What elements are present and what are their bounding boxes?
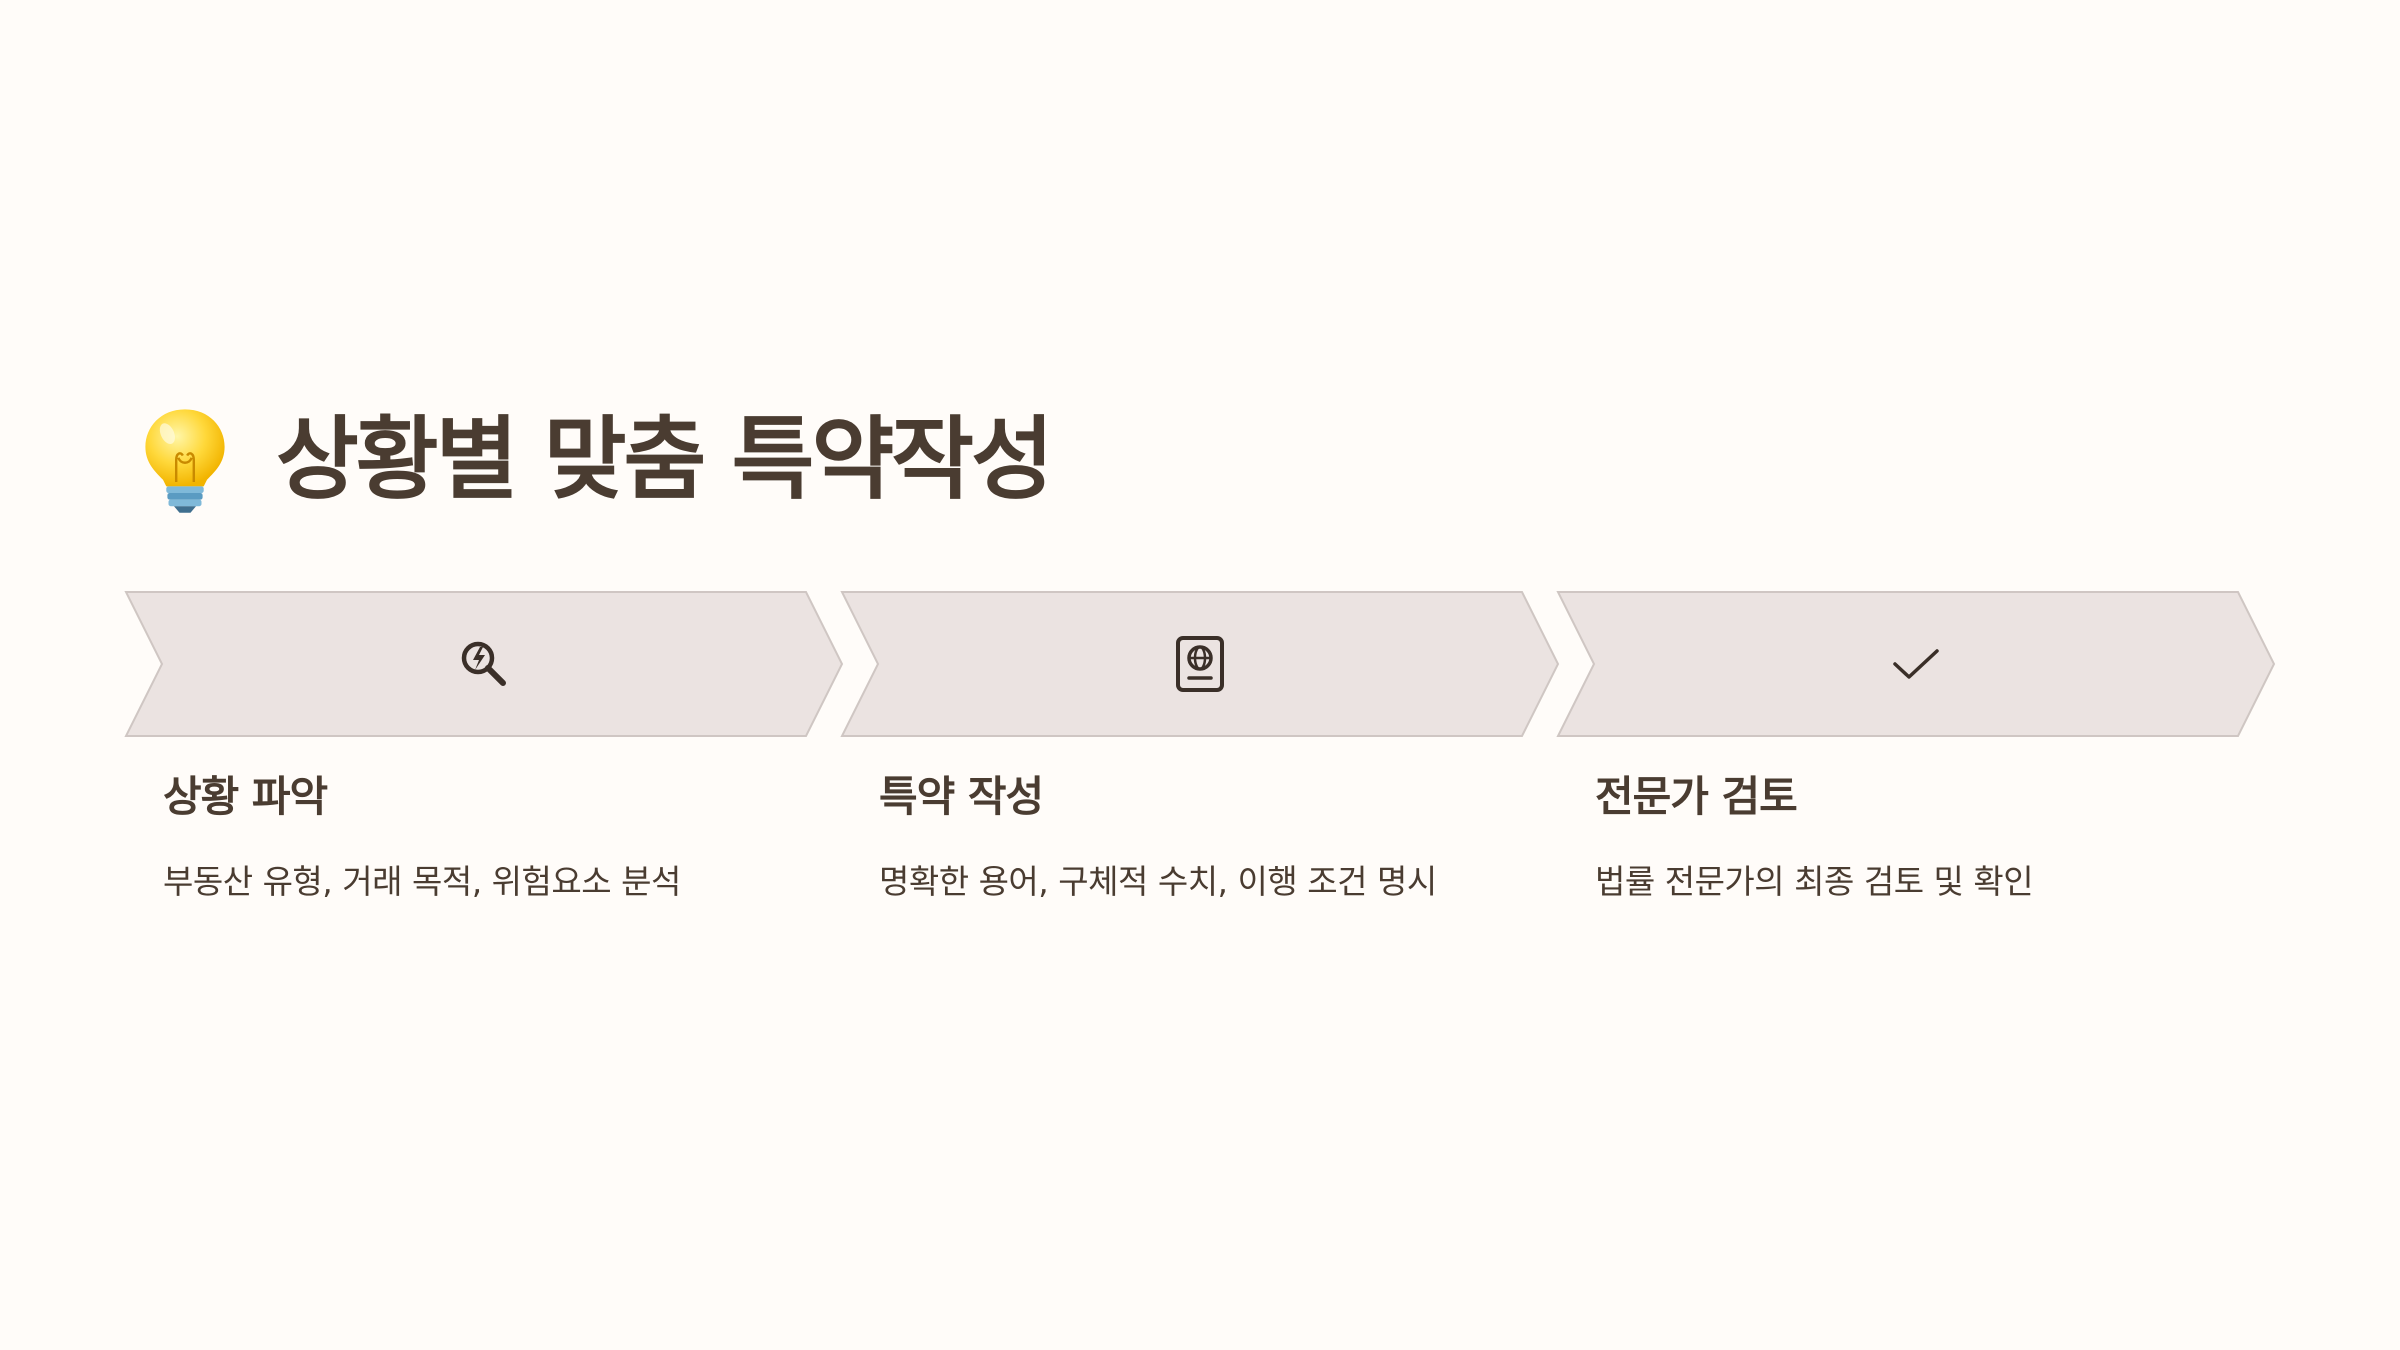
- step-title: 상황 파악: [163, 772, 328, 821]
- step-title: 특약 작성: [879, 772, 1044, 821]
- step-description: 명확한 용어, 구체적 수치, 이행 조건 명시: [879, 862, 1437, 901]
- step-description: 부동산 유형, 거래 목적, 위험요소 분석: [163, 862, 681, 901]
- page-title: 상황별 맞춤 특약작성: [130, 400, 1054, 520]
- step-description: 법률 전문가의 최종 검토 및 확인: [1595, 862, 2034, 901]
- step-title: 전문가 검토: [1595, 772, 1798, 821]
- lightbulb-icon: [145, 409, 225, 513]
- title-text: 상황별 맞춤 특약작성: [276, 407, 1054, 512]
- chevron-step-2: [840, 590, 1560, 738]
- checkmark-icon: [1893, 649, 1939, 679]
- chevron-shape: [124, 591, 844, 737]
- chevron-step-1: [124, 590, 844, 738]
- search-lightning-icon: [461, 641, 506, 686]
- chevron-shape: [840, 591, 1560, 737]
- passport-icon: [1176, 636, 1224, 692]
- chevron-shape: [1556, 591, 2276, 737]
- chevron-step-3: [1556, 590, 2276, 738]
